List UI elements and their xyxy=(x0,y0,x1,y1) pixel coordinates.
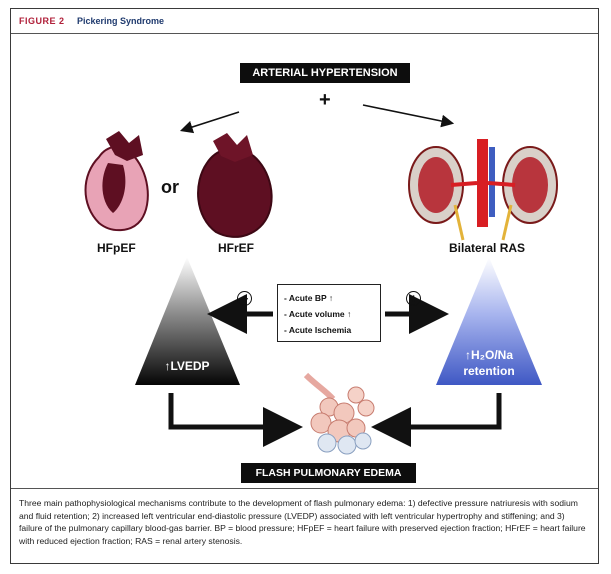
bilateral-ras-kidneys-icon xyxy=(408,139,558,241)
hfpef-heart-icon xyxy=(84,131,149,232)
figure-label: FIGURE 2 xyxy=(19,16,65,26)
acute-trigger-item: - Acute BP ↑ xyxy=(284,293,334,303)
flash-pulmonary-edema-box: FLASH PULMONARY EDEMA xyxy=(241,463,416,483)
h2o-na-retention-triangle xyxy=(436,257,542,385)
lvedp-triangle xyxy=(135,257,240,385)
figure-caption: Three main pathophysiological mechanisms… xyxy=(19,498,586,546)
diagram-area: ARTERIAL HYPERTENSION + xyxy=(11,35,598,497)
arterial-hypertension-box: ARTERIAL HYPERTENSION xyxy=(240,63,410,83)
arrow-lvedp-to-edema xyxy=(168,393,303,447)
flash-pulmonary-edema-label: FLASH PULMONARY EDEMA xyxy=(255,467,402,479)
positive-effect-left-icon: + xyxy=(237,291,252,306)
arterial-hypertension-label: ARTERIAL HYPERTENSION xyxy=(252,67,398,79)
bilateral-ras-label: Bilateral RAS xyxy=(449,241,526,255)
lvedp-label: ↑LVEDP xyxy=(164,359,210,373)
hfpef-label: HFpEF xyxy=(97,241,136,255)
arrow-retention-to-edema xyxy=(371,393,502,447)
acute-triggers-box: - Acute BP ↑ - Acute volume ↑ - Acute Is… xyxy=(277,284,381,342)
retention-label: retention xyxy=(463,364,515,378)
arrow-to-hearts xyxy=(179,111,240,134)
plus-sign: + xyxy=(319,89,331,111)
figure-frame: FIGURE 2 Pickering Syndrome ARTERIAL HYP… xyxy=(10,8,599,564)
h2o-na-label: ↑H₂O/Na xyxy=(464,348,513,362)
hfref-label: HFrEF xyxy=(218,241,254,255)
caption-box: Three main pathophysiological mechanisms… xyxy=(11,488,598,563)
or-label: or xyxy=(161,177,179,197)
acute-trigger-item: - Acute Ischemia xyxy=(284,325,352,335)
pulmonary-alveoli-icon xyxy=(303,372,375,455)
arrow-to-kidneys xyxy=(362,104,455,128)
positive-effect-right-icon: + xyxy=(406,291,421,306)
acute-trigger-item: - Acute volume ↑ xyxy=(284,309,352,319)
hfref-heart-icon xyxy=(197,133,273,238)
diagram-graphics xyxy=(84,104,558,455)
figure-header: FIGURE 2 Pickering Syndrome xyxy=(11,9,598,34)
figure-title: Pickering Syndrome xyxy=(77,16,165,26)
